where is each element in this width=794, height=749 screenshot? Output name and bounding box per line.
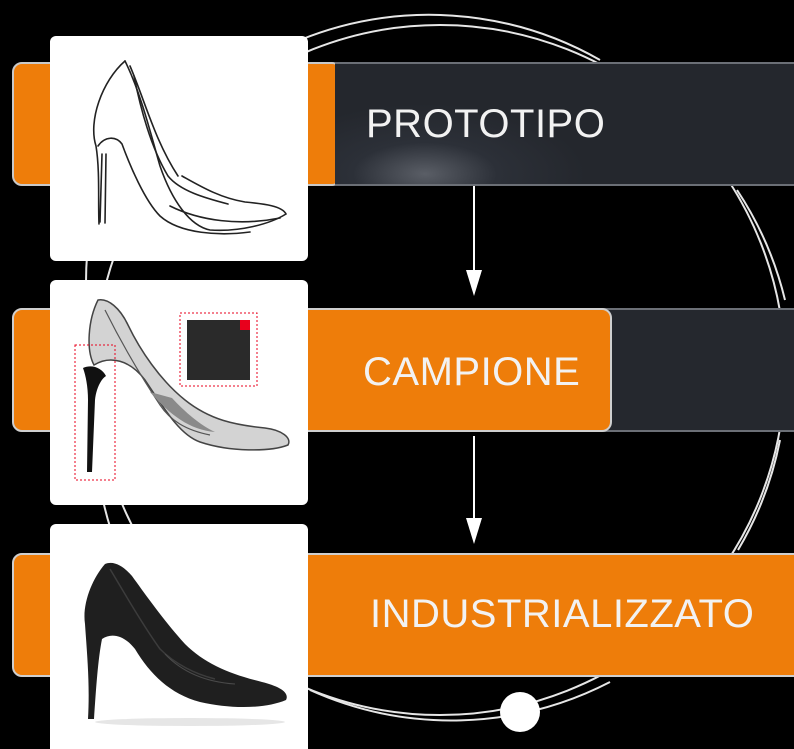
shoe-sample-image	[50, 280, 308, 505]
sample-marker	[240, 320, 250, 330]
shoe-sketch-image	[50, 36, 308, 261]
down-arrow-icon	[466, 436, 482, 544]
shoe-product-image	[50, 524, 308, 749]
stage-prototipo-panel	[335, 62, 794, 186]
material-swatch	[187, 320, 250, 380]
stage-industrializzato-label: INDUSTRIALIZZATO	[370, 592, 755, 636]
cycle-marker-dot	[500, 692, 540, 732]
stage-prototipo-label: PROTOTIPO	[366, 102, 606, 146]
stage-campione-label: CAMPIONE	[363, 350, 581, 394]
down-arrow-icon	[466, 186, 482, 296]
